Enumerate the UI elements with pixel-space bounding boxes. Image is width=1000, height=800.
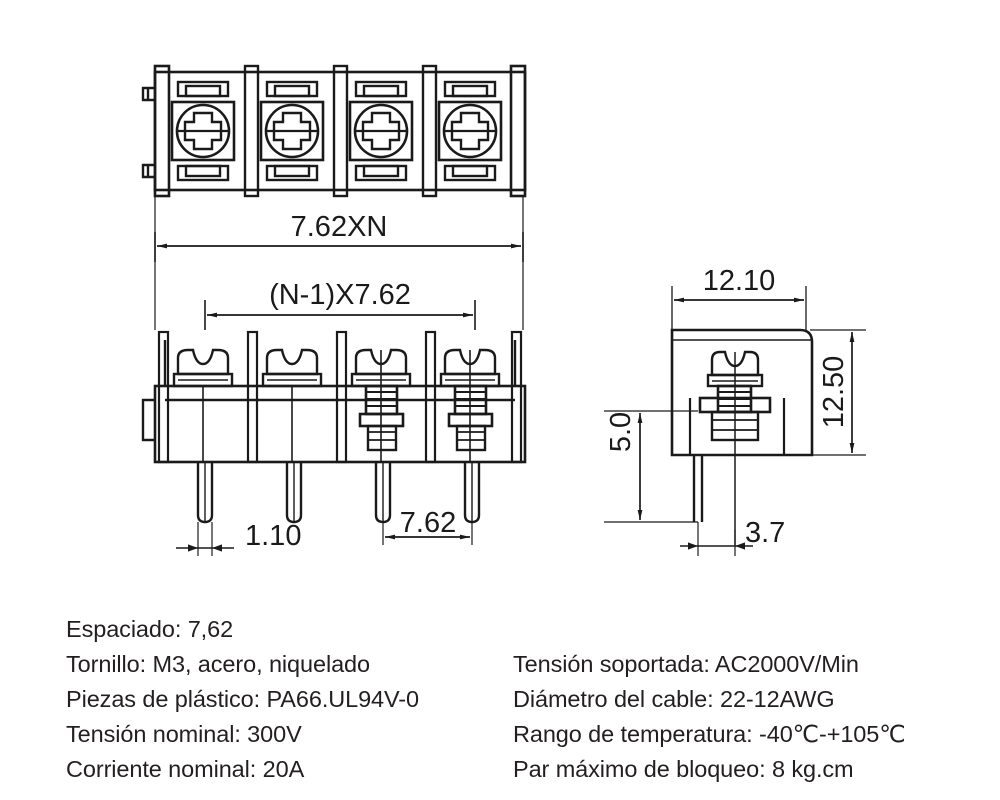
front-view-screw-1 bbox=[172, 348, 234, 462]
spec-line-rated-voltage: Tensión nominal: 300V bbox=[66, 721, 302, 747]
top-view-pole-4 bbox=[437, 80, 503, 182]
dimension-label-center-span: (N-1)X7.62 bbox=[269, 279, 411, 311]
front-view-screw-2 bbox=[261, 348, 323, 462]
top-view-barriers bbox=[243, 64, 438, 198]
dimension-pin-length bbox=[604, 410, 698, 523]
dimension-label-overall-length: 7.62XN bbox=[291, 211, 388, 243]
specs-left-column: Espaciado: 7,62 Tornillo: M3, acero, niq… bbox=[66, 612, 419, 787]
dimension-pin-width bbox=[176, 522, 234, 556]
mounting-tab-upper bbox=[141, 86, 155, 102]
spec-line-temperature-range: Rango de temperatura: -40℃-+105℃ bbox=[513, 721, 906, 747]
top-view-group bbox=[141, 64, 527, 198]
dimension-pin-spacing bbox=[680, 522, 753, 556]
spec-line-withstand-voltage: Tensión soportada: AC2000V/Min bbox=[513, 651, 859, 677]
front-view-group bbox=[141, 196, 527, 524]
dimension-center-span bbox=[204, 300, 476, 330]
dimension-label-body-width: 12.10 bbox=[703, 265, 776, 297]
dimension-pin-pitch bbox=[382, 522, 473, 545]
front-view-barriers bbox=[157, 330, 523, 464]
top-view-pole-3 bbox=[348, 80, 414, 182]
mounting-tab-lower bbox=[141, 163, 155, 179]
specs-right-column: Tensión soportada: AC2000V/Min Diámetro … bbox=[513, 647, 906, 787]
top-view-pole-2 bbox=[259, 80, 325, 182]
dimension-body-height bbox=[810, 329, 866, 456]
front-view-screw-3 bbox=[350, 348, 412, 462]
dimension-label-body-height: 12.50 bbox=[818, 356, 850, 429]
spec-line-wire-diameter: Diámetro del cable: 22-12AWG bbox=[513, 686, 835, 712]
spec-line-max-torque: Par máximo de bloqueo: 8 kg.cm bbox=[513, 756, 854, 782]
side-view-group bbox=[670, 328, 814, 545]
spec-line-pitch: Espaciado: 7,62 bbox=[66, 616, 234, 642]
front-view-screw-4 bbox=[439, 348, 501, 462]
top-view-pole-1 bbox=[170, 80, 236, 182]
spec-line-screw: Tornillo: M3, acero, niquelado bbox=[66, 651, 370, 677]
dimension-label-pin-spacing: 3.7 bbox=[745, 517, 785, 549]
spec-line-plastic: Piezas de plástico: PA66.UL94V-0 bbox=[66, 686, 419, 712]
dimension-label-pin-pitch: 7.62 bbox=[400, 507, 456, 539]
dimension-label-pin-width: 1.10 bbox=[245, 520, 301, 552]
dimension-label-pin-length: 5.0 bbox=[605, 412, 637, 452]
spec-line-rated-current: Corriente nominal: 20A bbox=[66, 756, 305, 782]
dimension-body-width bbox=[671, 286, 807, 332]
